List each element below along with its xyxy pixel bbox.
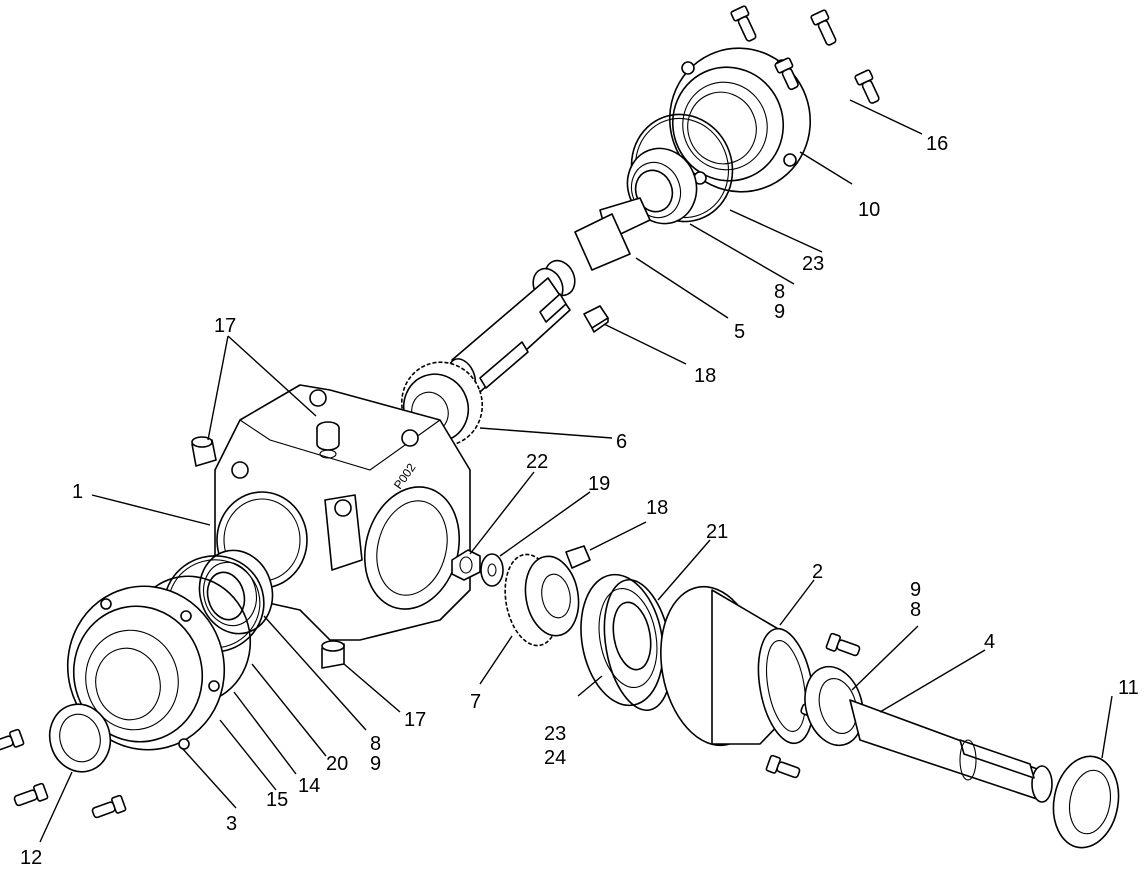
callout-12: 12 — [20, 847, 42, 869]
callout-8-upper: 8 — [774, 281, 785, 303]
callout-6: 6 — [616, 431, 627, 453]
shaft-upper — [447, 197, 651, 394]
cap-bolts-upper — [730, 5, 880, 104]
callout-9-right: 9 — [910, 579, 921, 601]
callout-23-lower: 23 — [544, 723, 566, 745]
callout-9-upper: 9 — [774, 301, 785, 323]
bearing-lower-right — [804, 665, 864, 747]
callout-3: 3 — [226, 813, 237, 835]
callout-24: 24 — [544, 747, 566, 769]
plug-17-left — [191, 436, 217, 467]
cap-bolts-lower — [765, 632, 861, 779]
callout-14: 14 — [298, 775, 320, 797]
callout-15: 15 — [266, 789, 288, 811]
plug-17-bottom — [321, 640, 345, 669]
oil-seal-left — [48, 703, 112, 773]
callout-10: 10 — [858, 199, 880, 221]
bevel-gear-lower — [504, 553, 580, 647]
callout-23-upper: 23 — [802, 253, 824, 275]
leader-lines — [39, 99, 1113, 843]
callout-22: 22 — [526, 451, 548, 473]
callout-7: 7 — [470, 691, 481, 713]
callout-1: 1 — [72, 481, 83, 503]
bearing-lower — [580, 573, 664, 707]
shaft-lower — [849, 699, 1053, 803]
nut-22 — [451, 549, 481, 581]
callout-20: 20 — [326, 753, 348, 775]
callout-4: 4 — [984, 631, 995, 653]
callout-11: 11 — [1118, 677, 1139, 699]
callout-9-left: 9 — [370, 753, 381, 775]
seal-right — [1052, 755, 1120, 849]
callout-2: 2 — [812, 561, 823, 583]
callout-18-lower: 18 — [646, 497, 668, 519]
washer-19 — [480, 553, 504, 587]
key-lower — [565, 545, 591, 569]
callout-17-bottom: 17 — [404, 709, 426, 731]
callout-5: 5 — [734, 321, 745, 343]
cap-bolts-left — [0, 728, 127, 819]
key-upper — [583, 305, 609, 333]
bearing-upper — [626, 147, 698, 225]
callout-8-left: 8 — [370, 733, 381, 755]
callout-21: 21 — [706, 521, 728, 543]
callout-17-top: 17 — [214, 315, 236, 337]
callout-16: 16 — [926, 133, 948, 155]
callout-8-right: 8 — [910, 599, 921, 621]
callouts: 1 2 3 4 5 6 7 8 9 8 9 9 8 10 11 12 14 15… — [20, 133, 1139, 869]
callout-18-upper: 18 — [694, 365, 716, 387]
bearing-cap-lower — [660, 585, 815, 747]
callout-19: 19 — [588, 473, 610, 495]
